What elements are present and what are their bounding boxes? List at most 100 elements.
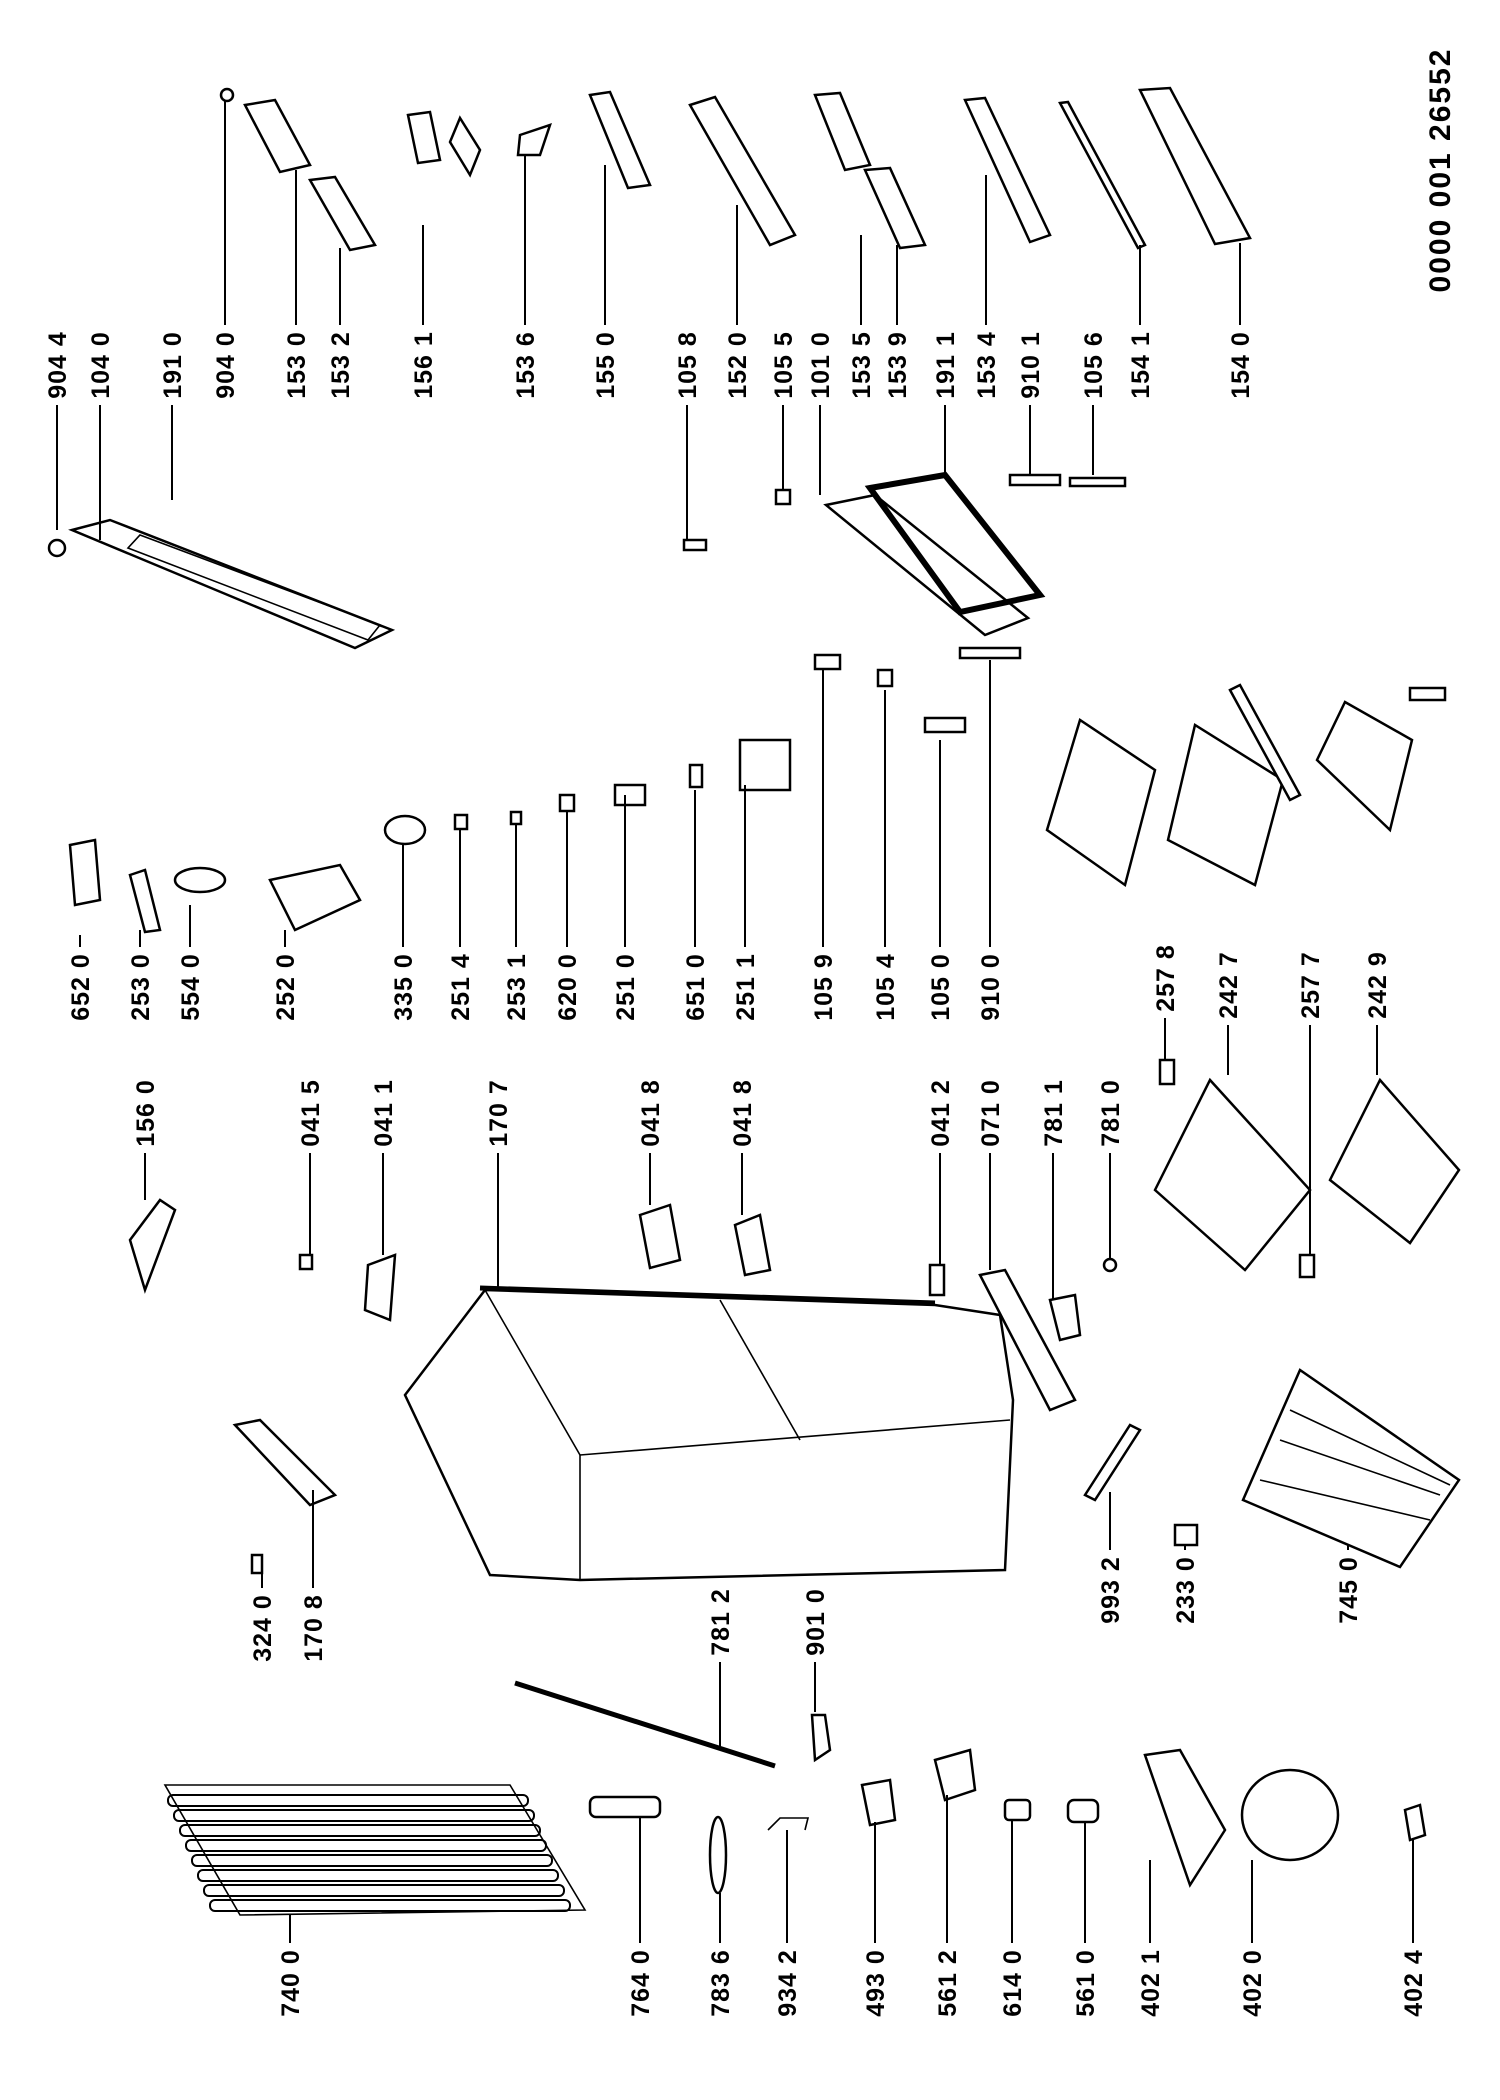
part-label: 402 0 — [1239, 1949, 1267, 2017]
part-156-1-b — [448, 115, 482, 178]
part-781-0 — [1102, 1257, 1118, 1273]
part-153-9 — [863, 166, 927, 250]
leader-lines — [56, 100, 1414, 1943]
part-105-0 — [923, 716, 967, 734]
part-904-4 — [47, 538, 67, 558]
part-label: 493 0 — [862, 1949, 890, 2017]
condenser-tube — [185, 1839, 547, 1852]
part-label: 153 6 — [512, 331, 540, 399]
part-764-0 — [588, 1795, 662, 1819]
condenser-tube — [173, 1809, 535, 1822]
part-label: 105 5 — [770, 331, 798, 399]
part-label: 242 7 — [1215, 951, 1243, 1019]
part-label: 170 7 — [485, 1079, 513, 1147]
part-label: 071 0 — [977, 1079, 1005, 1147]
part-label: 257 8 — [1152, 944, 1180, 1012]
part-253-0 — [128, 868, 162, 934]
part-label: 251 0 — [612, 953, 640, 1021]
part-402-4 — [1403, 1803, 1427, 1842]
part-252-0 — [268, 863, 362, 932]
part-561-0 — [1066, 1798, 1100, 1824]
part-label: 105 0 — [927, 953, 955, 1021]
part-153-4 — [963, 96, 1052, 244]
part-153-0 — [243, 98, 312, 174]
part-554-0 — [173, 866, 227, 894]
part-041-2 — [928, 1263, 946, 1297]
part-783-6 — [708, 1815, 728, 1895]
part-label: 904 4 — [44, 331, 72, 399]
part-label: 105 6 — [1080, 331, 1108, 399]
part-171-3 — [1228, 683, 1302, 802]
part-label: 740 0 — [277, 1949, 305, 2017]
part-label: 764 0 — [627, 1949, 655, 2017]
part-071-0 — [978, 1268, 1077, 1412]
part-324-0 — [250, 1553, 264, 1575]
part-label: 651 0 — [682, 953, 710, 1021]
part-041-8-a — [638, 1203, 682, 1270]
part-651-0 — [688, 763, 704, 789]
part-104-0 — [68, 518, 396, 650]
condenser-tube — [203, 1884, 565, 1897]
part-label: 233 0 — [1172, 1556, 1200, 1624]
part-242-7 — [1153, 1077, 1312, 1272]
part-label: 561 2 — [934, 1949, 962, 2017]
part-label: 155 0 — [592, 331, 620, 399]
part-041-8-b — [733, 1213, 772, 1277]
part-781-2 — [514, 1680, 776, 1769]
part-614-0 — [1003, 1798, 1032, 1822]
part-153-2 — [307, 175, 377, 252]
part-152-0 — [688, 95, 797, 247]
part-label: 152 0 — [724, 331, 752, 399]
part-993-2 — [1083, 1423, 1142, 1502]
part-label: 335 0 — [390, 953, 418, 1021]
part-label: 901 0 — [802, 1588, 830, 1656]
part-label: 561 0 — [1072, 1949, 1100, 2017]
part-label: 104 0 — [87, 331, 115, 399]
part-156-0 — [128, 1198, 177, 1294]
part-label: 153 9 — [884, 331, 912, 399]
condenser-tube — [167, 1794, 529, 1807]
part-335-0 — [383, 814, 427, 846]
parts-drawings — [47, 86, 1461, 1916]
part-label: 554 0 — [177, 953, 205, 1021]
condenser-tube — [209, 1899, 571, 1912]
part-901-0 — [810, 1713, 832, 1763]
part-label: 783 6 — [707, 1949, 735, 2017]
condenser-tube — [191, 1854, 553, 1867]
part-156-1-a — [406, 110, 442, 165]
part-label: 910 0 — [977, 953, 1005, 1021]
part-255-1 — [1045, 718, 1157, 888]
part-label: 402 1 — [1137, 1949, 1165, 2017]
part-label: 251 1 — [732, 953, 760, 1021]
part-105-6 — [1068, 476, 1127, 488]
part-label: 170 8 — [300, 1594, 328, 1662]
part-105-4 — [876, 668, 894, 688]
part-label: 153 2 — [327, 331, 355, 399]
part-257-8 — [1158, 1058, 1176, 1086]
part-label: 041 5 — [297, 1079, 325, 1147]
part-402-0-compressor — [1240, 1768, 1340, 1862]
part-745-0 — [1241, 1368, 1461, 1569]
part-label: 105 8 — [674, 331, 702, 399]
part-191-0 — [126, 534, 382, 641]
part-label: 101 0 — [807, 331, 835, 399]
part-170-8 — [232, 1418, 338, 1507]
part-251-1 — [738, 738, 792, 792]
part-label: 041 1 — [370, 1079, 398, 1147]
part-label: 745 0 — [1335, 1556, 1363, 1624]
document-code: 0000 001 26552 — [1424, 48, 1457, 293]
part-label: 781 0 — [1097, 1079, 1125, 1147]
condenser-frame — [163, 1784, 587, 1916]
part-153-6 — [516, 123, 552, 157]
part-155-0 — [588, 90, 652, 190]
part-label: 242 9 — [1364, 951, 1392, 1019]
part-620-0 — [558, 793, 576, 813]
part-904-0 — [219, 87, 235, 103]
part-154-1 — [1058, 100, 1147, 250]
part-251-4 — [453, 813, 469, 831]
part-493-0 — [860, 1778, 897, 1827]
part-041-1 — [363, 1253, 397, 1322]
part-label: 934 2 — [774, 1949, 802, 2017]
